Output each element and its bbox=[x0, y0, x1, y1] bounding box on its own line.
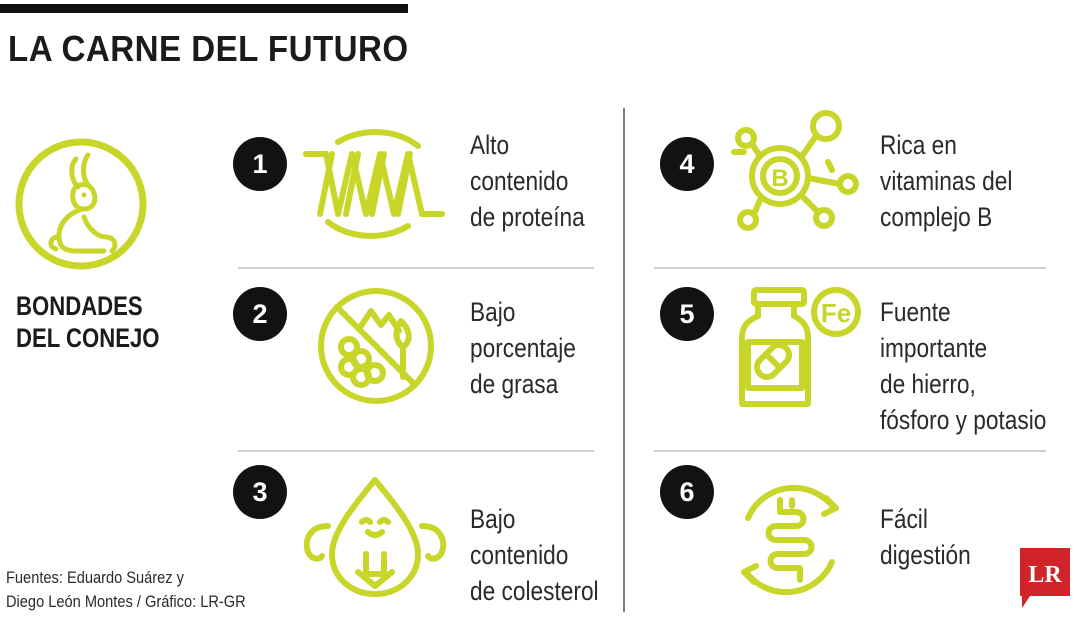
item-text-line: Rica en bbox=[880, 130, 957, 160]
item-text: Fuente importante de hierro, fósforo y p… bbox=[880, 294, 1046, 438]
iron-supplement-bottle-icon: Fe bbox=[739, 287, 861, 407]
source-line: Fuentes: Eduardo Suárez y bbox=[6, 568, 184, 587]
item-text-line: contenido bbox=[470, 540, 569, 570]
svg-text:B: B bbox=[771, 165, 788, 192]
source-credits: Fuentes: Eduardo Suárez y Diego León Mon… bbox=[6, 566, 246, 614]
page-title: LA CARNE DEL FUTURO bbox=[8, 28, 409, 69]
item-text-line: Alto bbox=[470, 130, 510, 160]
divider bbox=[238, 267, 594, 269]
item-text: Fácil digestión bbox=[880, 501, 971, 573]
item-text: Bajo contenido de colesterol bbox=[470, 501, 599, 609]
item-text-line: Bajo bbox=[470, 504, 516, 534]
item-number-badge: 4 bbox=[660, 137, 714, 191]
item-text-line: importante bbox=[880, 333, 988, 363]
item-text: Alto contenido de proteína bbox=[470, 127, 585, 235]
item-number-badge: 5 bbox=[660, 287, 714, 341]
divider bbox=[654, 450, 1046, 452]
iron-symbol: Fe bbox=[821, 298, 851, 328]
digestion-intestine-icon bbox=[741, 484, 839, 596]
item-text-line: de grasa bbox=[470, 369, 559, 399]
column-divider bbox=[623, 108, 625, 612]
item-text-line: Bajo bbox=[470, 297, 516, 327]
protein-helix-icon bbox=[303, 129, 445, 239]
item-text: Rica en vitaminas del complejo B bbox=[880, 127, 1012, 235]
item-number-badge: 3 bbox=[233, 465, 287, 519]
item-text-line: digestión bbox=[880, 540, 971, 570]
divider bbox=[238, 450, 594, 452]
item-number-badge: 6 bbox=[660, 465, 714, 519]
lr-logo-text: LR bbox=[1028, 562, 1062, 588]
item-text-line: contenido bbox=[470, 166, 569, 196]
no-fat-icon bbox=[318, 288, 434, 404]
section-heading-line1: BONDADES bbox=[16, 291, 143, 321]
vitamin-b-molecule-icon: B bbox=[731, 110, 859, 231]
item-text-line: porcentaje bbox=[470, 333, 576, 363]
section-heading-line2: DEL CONEJO bbox=[16, 323, 160, 353]
item-text-line: Fácil bbox=[880, 504, 928, 534]
lr-logo: LR bbox=[1020, 548, 1070, 608]
item-number-badge: 1 bbox=[233, 137, 287, 191]
cholesterol-drop-icon bbox=[303, 477, 447, 597]
item-text-line: de colesterol bbox=[470, 576, 599, 606]
item-text-line: vitaminas del bbox=[880, 166, 1013, 196]
divider bbox=[654, 267, 1046, 269]
section-heading: BONDADES DEL CONEJO bbox=[16, 290, 160, 354]
item-number-badge: 2 bbox=[233, 287, 287, 341]
item-text-line: fósforo y potasio bbox=[880, 405, 1047, 435]
item-text-line: complejo B bbox=[880, 202, 993, 232]
source-line: Diego León Montes / Gráfico: LR-GR bbox=[6, 592, 246, 611]
item-text-line: de proteína bbox=[470, 202, 585, 232]
item-text-line: de hierro, bbox=[880, 369, 976, 399]
item-text-line: Fuente bbox=[880, 297, 951, 327]
item-text: Bajo porcentaje de grasa bbox=[470, 294, 576, 402]
top-rule bbox=[0, 4, 408, 13]
rabbit-icon bbox=[15, 138, 147, 270]
